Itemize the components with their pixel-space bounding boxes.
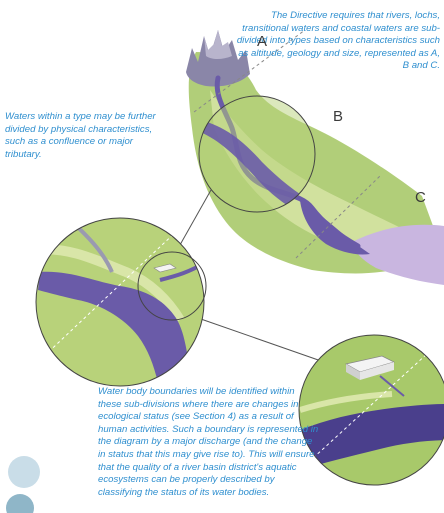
bubble-light: [8, 456, 40, 488]
magnifier-right: [299, 335, 444, 485]
zone-label-c: C: [415, 189, 426, 206]
annotation-water-body-boundaries: Water body boundaries will be identified…: [98, 386, 320, 499]
magnifier-left: [36, 218, 206, 392]
zone-label-b: B: [333, 108, 343, 125]
connector-left: [176, 190, 211, 252]
decorative-bubbles: [6, 456, 40, 513]
mountain-snow: [204, 30, 232, 59]
annotation-physical-divisions: Waters within a type may be further divi…: [5, 111, 165, 161]
connector-right: [198, 318, 324, 362]
bubble-dark: [6, 494, 34, 513]
zone-label-a: A: [257, 33, 267, 50]
